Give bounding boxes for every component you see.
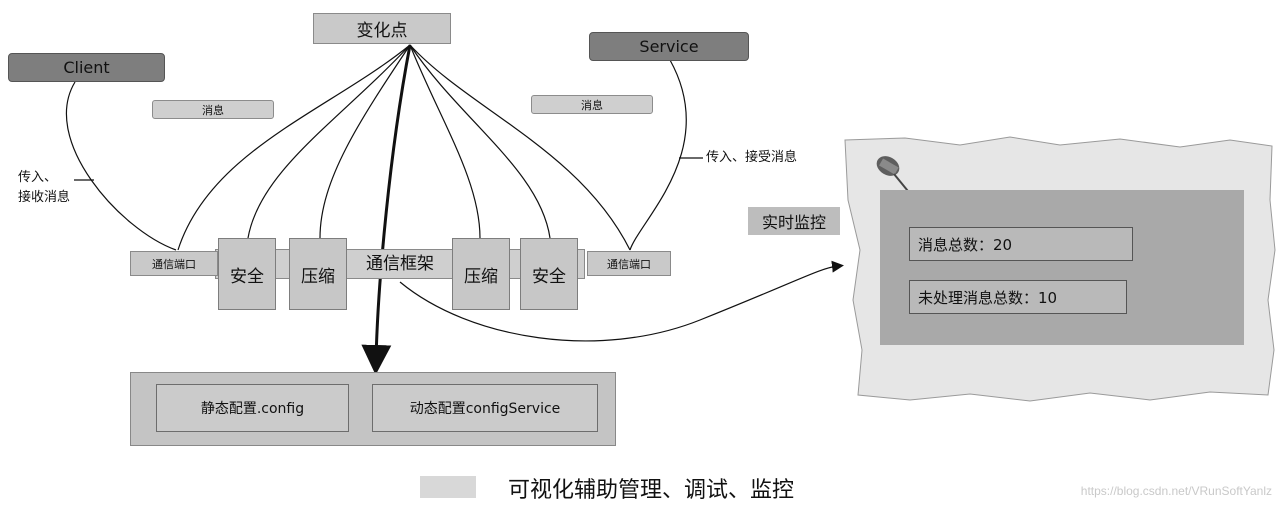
dynamic-config-box: 动态配置configService	[372, 384, 598, 432]
wire-to-compress-right	[409, 44, 481, 239]
framework-label-box: 通信框架	[350, 248, 450, 274]
static-config-label: 静态配置.config	[200, 401, 305, 417]
pending-messages-box: 未处理消息总数：10	[909, 280, 1127, 314]
message-tag-left-label: 消息	[202, 103, 224, 117]
static-config-box: 静态配置.config	[156, 384, 349, 432]
wire-to-compress-left	[319, 44, 411, 239]
monitor-title: 实时监控	[761, 213, 826, 232]
service-label: Service	[639, 37, 699, 56]
client-box: Client	[8, 53, 165, 82]
framework-label: 通信框架	[366, 253, 434, 274]
security-right-label: 安全	[532, 266, 566, 287]
wire-to-port-right	[409, 44, 631, 251]
compress-block-left: 压缩	[289, 238, 347, 310]
compress-left-label: 压缩	[301, 266, 335, 287]
message-tag-right: 消息	[531, 95, 653, 114]
client-edge-label-line1: 传入、	[18, 170, 58, 185]
port-right-label: 通信端口	[607, 257, 651, 271]
service-box: Service	[589, 32, 749, 61]
service-edge-label: 传入、接受消息	[706, 150, 798, 165]
wire-to-port-left	[177, 44, 411, 251]
client-edge-label-line2: 接收消息	[18, 190, 71, 205]
security-block-left: 安全	[218, 238, 276, 310]
change-point-label: 变化点	[356, 21, 408, 41]
client-edge-label: 传入、 接收消息	[18, 168, 108, 212]
pending-messages-label: 未处理消息总数：10	[918, 288, 1058, 307]
security-block-right: 安全	[520, 238, 578, 310]
message-tag-left: 消息	[152, 100, 274, 119]
wire-to-security-right	[409, 44, 551, 239]
change-point-box: 变化点	[313, 13, 451, 44]
wire-to-security-left	[247, 44, 411, 239]
security-left-label: 安全	[230, 266, 264, 287]
client-label: Client	[63, 58, 110, 77]
figure-caption: 可视化辅助管理、调试、监控	[508, 478, 795, 503]
monitor-panel	[880, 190, 1244, 345]
total-messages-box: 消息总数：20	[909, 227, 1133, 261]
wire-service-to-port	[629, 59, 687, 251]
total-messages-label: 消息总数：20	[918, 235, 1013, 254]
config-arrow	[361, 44, 412, 375]
wire-framework-to-monitor	[399, 260, 844, 342]
watermark: https://blog.csdn.net/VRunSoftYanlz	[1080, 484, 1272, 498]
figure-number-redacted	[420, 476, 476, 498]
compress-block-right: 压缩	[452, 238, 510, 310]
message-tag-right-label: 消息	[581, 98, 603, 112]
port-left-label: 通信端口	[152, 257, 196, 271]
port-left: 通信端口	[130, 251, 218, 276]
compress-right-label: 压缩	[464, 266, 498, 287]
monitor-title-box: 实时监控	[748, 207, 840, 235]
dynamic-config-label: 动态配置configService	[409, 401, 561, 417]
port-right: 通信端口	[587, 251, 671, 276]
